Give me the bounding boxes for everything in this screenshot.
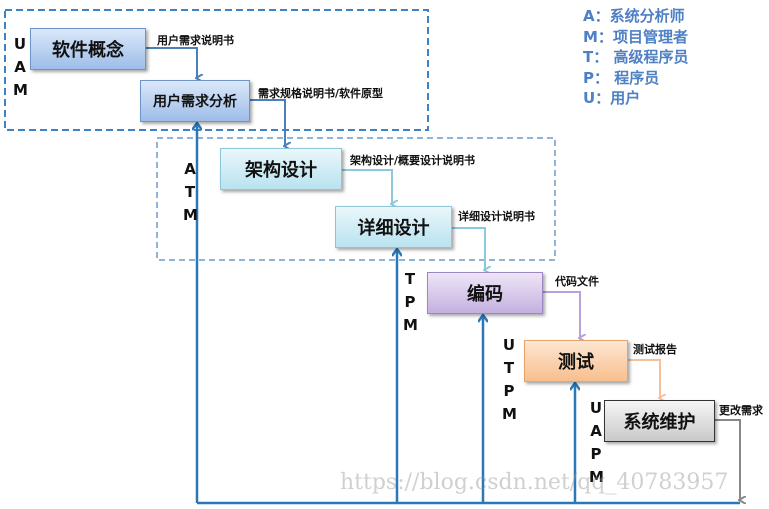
stage-detail: 详细设计 (335, 206, 452, 248)
phase-group-requirements (4, 9, 429, 131)
role-letter: U (502, 336, 516, 354)
output-label: 测试报告 (633, 343, 677, 356)
output-label: 更改需求 (719, 404, 763, 417)
stage-testing: 测试 (524, 340, 628, 382)
legend-item: U：用户 (583, 88, 688, 109)
output-label: 需求规格说明书/软件原型 (258, 87, 384, 100)
role-letter: P (503, 382, 515, 400)
legend-key: A： (583, 7, 610, 25)
role-letter: A (14, 58, 26, 76)
role-letter: P (590, 445, 602, 463)
legend-item: A：系统分析师 (583, 6, 688, 27)
role-letter: M (502, 405, 517, 423)
flow-arrow (342, 169, 392, 204)
role-letter: U (589, 399, 603, 417)
legend-item: M：项目管理者 (583, 27, 688, 48)
flow-arrow (146, 47, 197, 78)
legend-key: M： (583, 27, 613, 46)
role-letter: T (184, 183, 196, 201)
output-label: 用户需求说明书 (157, 34, 234, 47)
stage-maintenance: 系统维护 (604, 400, 715, 442)
flow-arrow (250, 99, 285, 146)
role-letter: M (403, 316, 418, 334)
role-letter: M (589, 468, 604, 486)
role-letter: U (13, 35, 27, 53)
stage-analysis: 用户需求分析 (140, 80, 250, 122)
role-letter: M (13, 81, 28, 99)
legend-key: U： (583, 89, 611, 107)
legend-text: 程序员 (609, 68, 660, 87)
stage-architecture: 架构设计 (220, 148, 342, 190)
role-letter: A (590, 422, 602, 440)
stage-coding: 编码 (427, 272, 543, 314)
flow-arrow (715, 419, 740, 500)
legend-key: P： (583, 68, 609, 87)
output-label: 详细设计说明书 (458, 210, 535, 223)
role-letter: T (404, 270, 416, 288)
flow-arrow (543, 291, 580, 338)
output-label: 代码文件 (555, 275, 599, 288)
legend-key: T： (583, 48, 609, 66)
roles-maintenance: U A P M (589, 397, 604, 489)
legend-item: P： 程序员 (583, 68, 688, 89)
role-legend: A：系统分析师 M：项目管理者 T： 高级程序员 P： 程序员 U：用户 (583, 6, 688, 109)
role-letter: A (184, 160, 196, 178)
role-letter: T (503, 359, 515, 377)
roles-testing: U T P M (502, 334, 517, 426)
roles-concept: U A M (13, 33, 28, 102)
legend-text: 系统分析师 (609, 7, 685, 25)
legend-text: 项目管理者 (612, 27, 688, 46)
flow-arrow (628, 359, 660, 398)
watermark: https://blog.csdn.net/qq_40783957 (340, 470, 729, 495)
roles-coding: T P M (403, 268, 418, 337)
role-letter: P (404, 293, 416, 311)
roles-design: A T M (183, 158, 198, 227)
legend-text: 用户 (610, 89, 641, 107)
role-letter: M (183, 206, 198, 224)
legend-text: 高级程序员 (608, 48, 689, 66)
stage-concept: 软件概念 (30, 28, 146, 70)
output-label: 架构设计/概要设计说明书 (350, 154, 476, 167)
legend-item: T： 高级程序员 (583, 47, 688, 68)
flow-arrow (452, 227, 485, 270)
